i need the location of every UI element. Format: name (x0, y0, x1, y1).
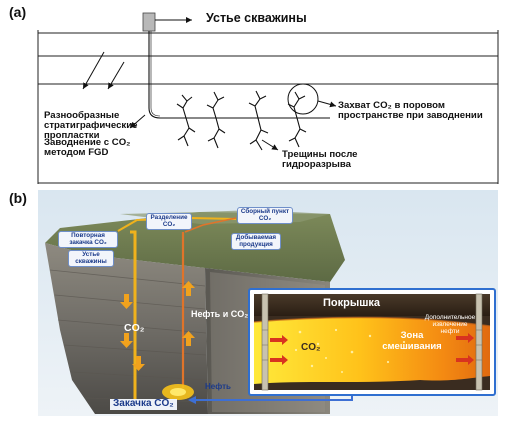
well-head-label: Устье скважины (68, 250, 114, 268)
oil-co2-label: Нефть и CO₂ (191, 309, 249, 319)
strata-label: Разнообразные стратиграфические пропласт… (44, 110, 138, 142)
co2-well-label: CO₂ (124, 322, 145, 334)
well-bore (148, 31, 330, 119)
flow-arrows (120, 281, 195, 371)
reinjection-label: Повторная закачка CO₂ (58, 231, 118, 249)
production-label: Добываемая продукция (231, 233, 281, 251)
wellhead-label: Устье скважины (206, 11, 307, 25)
wellhead-box (142, 12, 156, 32)
injection-label: Закачка CO₂ (110, 398, 177, 410)
inset-reservoir (248, 288, 496, 396)
capture-circle (287, 83, 319, 115)
cap-label: Покрышка (323, 297, 381, 309)
flooding-label: Заводнение с CO₂ методом FGD (44, 137, 131, 159)
inset-co2-label: CO₂ (301, 342, 321, 353)
mixing-zone-label: Зона смешивания (382, 330, 442, 352)
injection-pipe (130, 230, 137, 400)
fractures-label: Трещины после гидроразрыва (282, 149, 358, 171)
separation-label: Разделение CO₂ (146, 213, 192, 231)
panel-b-tag: (b) (9, 190, 27, 206)
collection-label: Сборный пункт CO₂ (237, 207, 293, 225)
panel-a-diagram (37, 12, 499, 184)
capture-label: Захват CO₂ в поровом пространстве при за… (338, 100, 483, 122)
oil-label: Нефть (205, 382, 231, 391)
additional-recovery-label: Дополнительное извлечение нефти (424, 314, 476, 335)
panel-a-tag: (a) (9, 4, 27, 20)
panel-b-diagram (38, 190, 498, 416)
fractures (176, 90, 307, 151)
